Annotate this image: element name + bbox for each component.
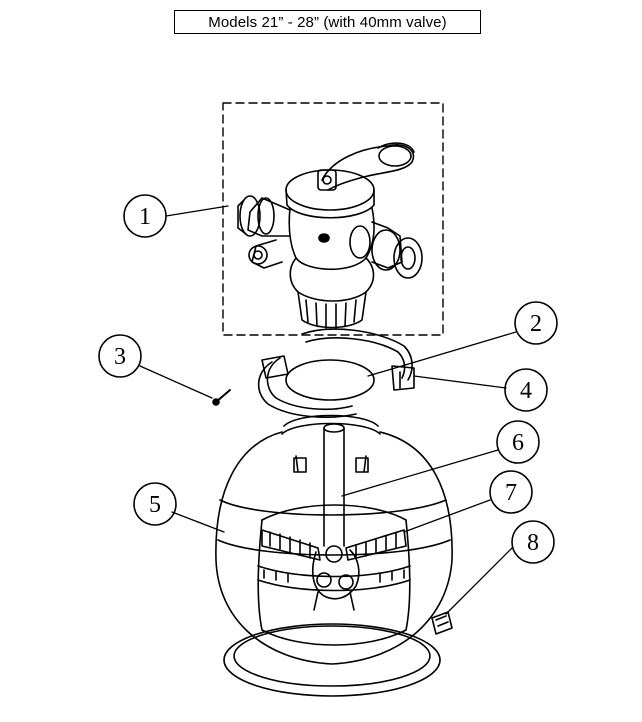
callout-circle-3 [98,334,142,378]
callout-number-2: 2 [530,311,542,337]
callout-circle-6 [496,420,540,464]
multiport-valve-drawing [237,142,423,329]
callout-circle-4 [504,368,548,412]
screw-drawing [212,389,231,406]
callout-circle-2 [514,301,558,345]
diagram-title: Models 21” - 28” (with 40mm valve) [174,10,481,34]
callout-circle-5 [133,482,177,526]
standpipe-drawing [323,423,345,547]
tank-drawing [215,414,453,697]
callout-circle-8 [511,520,555,564]
valve-dashed-frame [222,102,444,336]
callout-number-8: 8 [527,530,539,556]
callout-number-3: 3 [114,344,126,370]
callout-number-6: 6 [512,430,524,456]
callout-number-5: 5 [149,492,161,518]
laterals-drawing [261,529,407,611]
callout-circle-1 [123,194,167,238]
drain-drawing [431,611,453,635]
clamp-drawing [257,328,415,418]
callout-number-4: 4 [520,378,532,404]
callout-number-7: 7 [505,480,517,506]
callout-circle-7 [489,470,533,514]
o-ring-drawing [285,359,375,401]
callout-number-1: 1 [139,204,151,230]
callout-leaders [139,205,517,615]
